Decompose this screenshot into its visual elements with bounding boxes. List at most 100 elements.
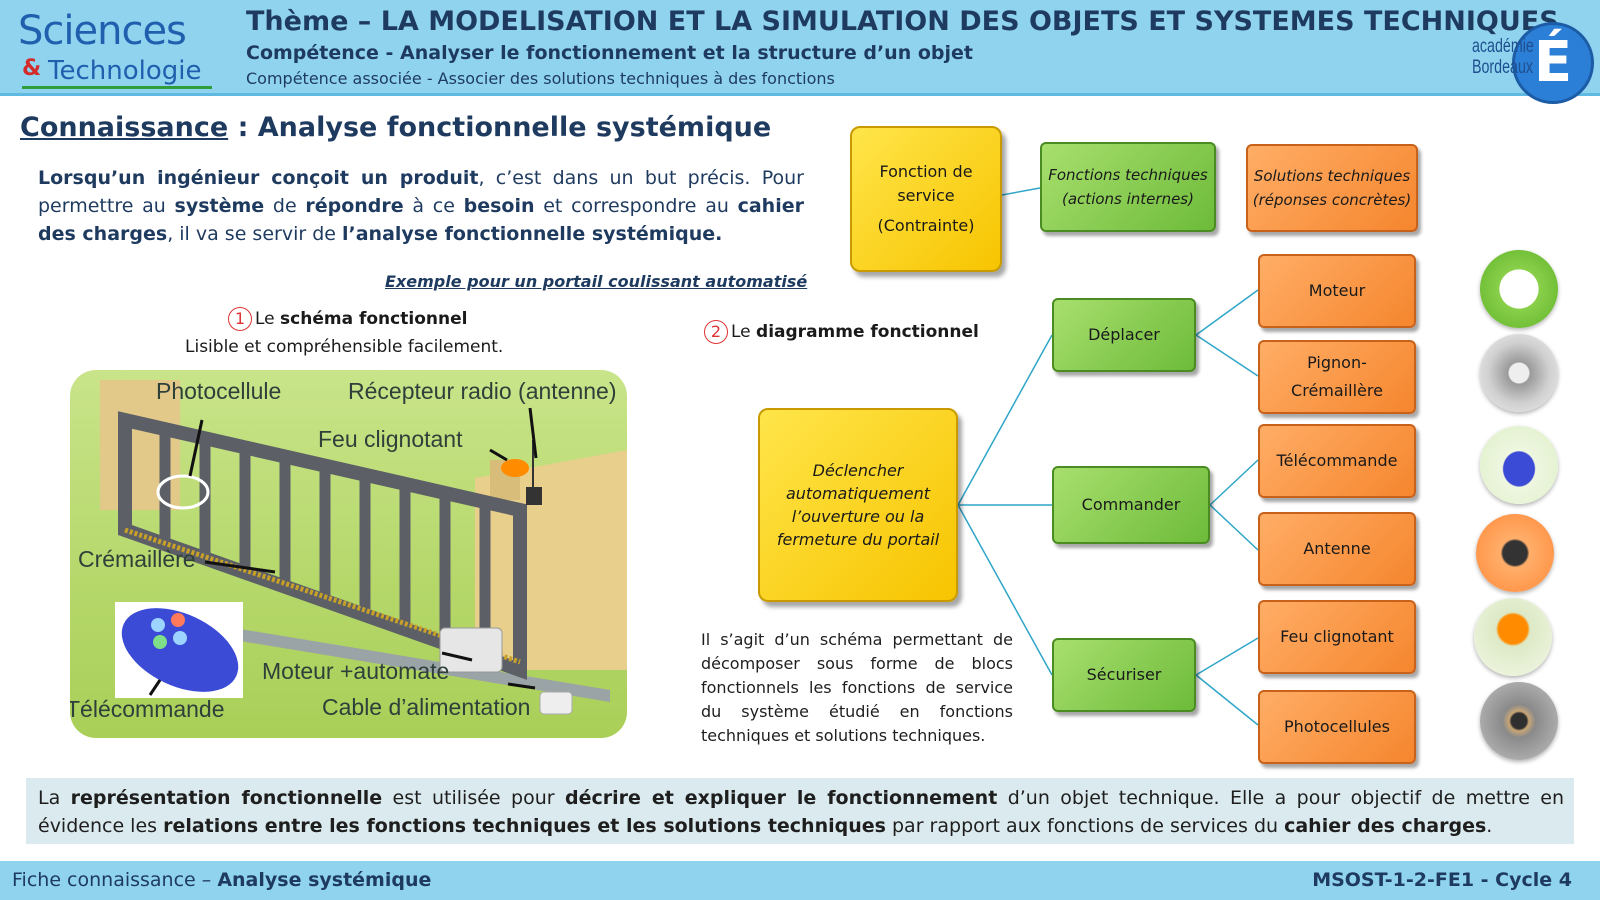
gate-bars: [159, 430, 491, 655]
sciences-technologie-logo: Sciences & Technologie: [18, 6, 214, 90]
main-function-line4: fermeture du portail: [776, 530, 940, 549]
label-cremaillere: Crémaillère: [78, 546, 196, 572]
solution-telecommande-box: Télécommande: [1258, 424, 1416, 498]
label-moteur-automate: Moteur +automate: [262, 658, 450, 684]
power-socket: [539, 691, 573, 715]
remote-control-icon: [121, 608, 239, 692]
connector-main-securiser: [957, 504, 1053, 676]
intro-text-6: à ce: [403, 195, 464, 217]
flashing-light: [501, 459, 529, 477]
antenna-receiver: [526, 487, 542, 505]
legend-fonctions-techniques: Fonctions techniques (actions internes): [1040, 142, 1216, 232]
number-1-icon: 1: [228, 307, 252, 331]
footer-bar: [0, 861, 1600, 900]
number-2-icon: 2: [704, 320, 728, 344]
logo-underline: [22, 86, 212, 89]
diagram-explanation-paragraph: Il s’agit d’un schéma permettant de déco…: [701, 630, 1013, 745]
remote-control-icon: [1480, 426, 1558, 504]
legend-techniques-line2: (actions internes): [1062, 190, 1194, 208]
header-bar: [0, 0, 1600, 96]
main-function-line2: automatiquement: [785, 484, 931, 503]
diagram-bold: diagramme fonctionnel: [756, 322, 979, 342]
intro-bold-1: Lorsqu’un ingénieur conçoit un produit: [38, 167, 479, 189]
section-title-connaissance: Connaissance: [20, 112, 229, 143]
example-title: Exemple pour un portail coulissant autom…: [385, 272, 808, 291]
intro-paragraph: Lorsqu’un ingénieur conçoit un produit, …: [38, 164, 804, 248]
solution-pignon-cremaillere-box: Pignon- Crémaillère: [1258, 340, 1416, 414]
label-photocellule: Photocellule: [156, 378, 282, 404]
main-service-function-box: Déclencher automatiquement l’ouverture ou …: [758, 408, 958, 602]
intro-bold-3: système: [174, 195, 265, 217]
intro-bold-11: l’analyse fonctionnelle systémique.: [341, 223, 723, 245]
pignon-line2: Crémaillère: [1291, 381, 1383, 400]
main-function-line3: l’ouverture ou la: [791, 507, 925, 526]
diagram-prefix: Le: [731, 322, 757, 342]
footer-left-bold: Analyse systémique: [217, 869, 432, 891]
logo-technologie-text: Technologie: [48, 56, 202, 86]
summary-box: [26, 778, 1574, 844]
label-cable-alimentation: Cable d’alimentation: [322, 694, 531, 720]
legend-solutions-techniques: Solutions techniques(réponses concrètes): [1246, 144, 1418, 232]
summary-s9: .: [1486, 815, 1493, 837]
flashing-light-icon: [1474, 598, 1552, 676]
antenna-icon: [1476, 514, 1554, 592]
connector-securiser-photocellules: [1195, 674, 1259, 726]
photocell-icon: [1480, 682, 1558, 760]
academie-logo-icon: É: [1512, 22, 1594, 104]
summary-s6: relations entre les fonctions techniques…: [163, 815, 886, 837]
section-title: Connaissance : Analyse fonctionnelle sys…: [20, 112, 771, 143]
connector-commander-antenne: [1209, 504, 1259, 551]
motor-box: [439, 627, 503, 673]
intro-bold-9: cahier des charges: [38, 195, 804, 245]
function-commander-box: Commander: [1052, 466, 1210, 544]
competence-associee: Compétence associée - Associer des solut…: [246, 69, 835, 88]
bordeaux-text: Bordeaux: [1472, 57, 1534, 78]
summary-s5: d’un objet technique. Elle a pour object…: [38, 787, 1565, 837]
theme-title: Thème – LA MODELISATION ET LA SIMULATION…: [246, 6, 1559, 37]
schema-subtitle: Lisible et compréhensible facilement.: [185, 337, 504, 357]
summary-s8: cahier des charges: [1284, 815, 1487, 837]
connector-deplacer-moteur: [1195, 289, 1259, 336]
gate-illustration: Photocellule Récepteur radio (antenne) F…: [70, 370, 627, 738]
function-deplacer-box: Déplacer: [1052, 298, 1196, 372]
solution-moteur-box: Moteur: [1258, 254, 1416, 328]
gate-frame: [118, 411, 527, 680]
summary-s1: La: [38, 787, 71, 809]
connector-main-deplacer: [957, 334, 1053, 506]
summary-text: La représentation fonctionnelle est util…: [38, 784, 1564, 840]
schema-bold: schéma fonctionnel: [280, 309, 468, 329]
logo-amp-text: &: [22, 56, 42, 81]
connector-deplacer-pignon: [1195, 334, 1259, 377]
gear-icon: [1480, 334, 1558, 412]
main-function-line1: Déclencher: [812, 461, 904, 480]
solution-photocellules-box: Photocellules: [1258, 690, 1416, 764]
ground-rail: [125, 610, 610, 702]
intro-text-8: et correspondre au: [534, 195, 738, 217]
section-title-rest: : Analyse fonctionnelle systémique: [228, 112, 772, 143]
legend-service-line3: (Contrainte): [877, 216, 975, 235]
intro-bold-7: besoin: [463, 195, 535, 217]
label-feu-clignotant: Feu clignotant: [318, 426, 463, 452]
photocell-highlight: [156, 474, 210, 510]
motor-icon: [1480, 250, 1558, 328]
legend-techniques-line1: Fonctions techniques: [1048, 166, 1208, 184]
legend-service-line1: Fonction de: [879, 162, 973, 181]
pignon-line1: Pignon-: [1307, 353, 1367, 372]
legend-solutions-line2: (réponses concrètes): [1252, 191, 1412, 209]
label-arrows: [148, 407, 538, 696]
intro-text-2: , c’est dans un but précis. Pour permett…: [38, 167, 804, 217]
gate-drawing: [100, 380, 627, 715]
summary-s7: par rapport aux fonctions de services du: [885, 815, 1285, 837]
schema-prefix: Le: [255, 309, 281, 329]
label-recepteur-radio: Récepteur radio (antenne): [348, 378, 617, 404]
label-telecommande: Télécommande: [70, 696, 225, 722]
academie-bordeaux-logo: académie Bordeaux: [1472, 36, 1534, 78]
connector-securiser-feu: [1195, 637, 1259, 676]
connector-commander-telecommande: [1209, 459, 1259, 506]
intro-text-10: , il va se servir de: [167, 223, 342, 245]
intro-text-4: de: [264, 195, 306, 217]
